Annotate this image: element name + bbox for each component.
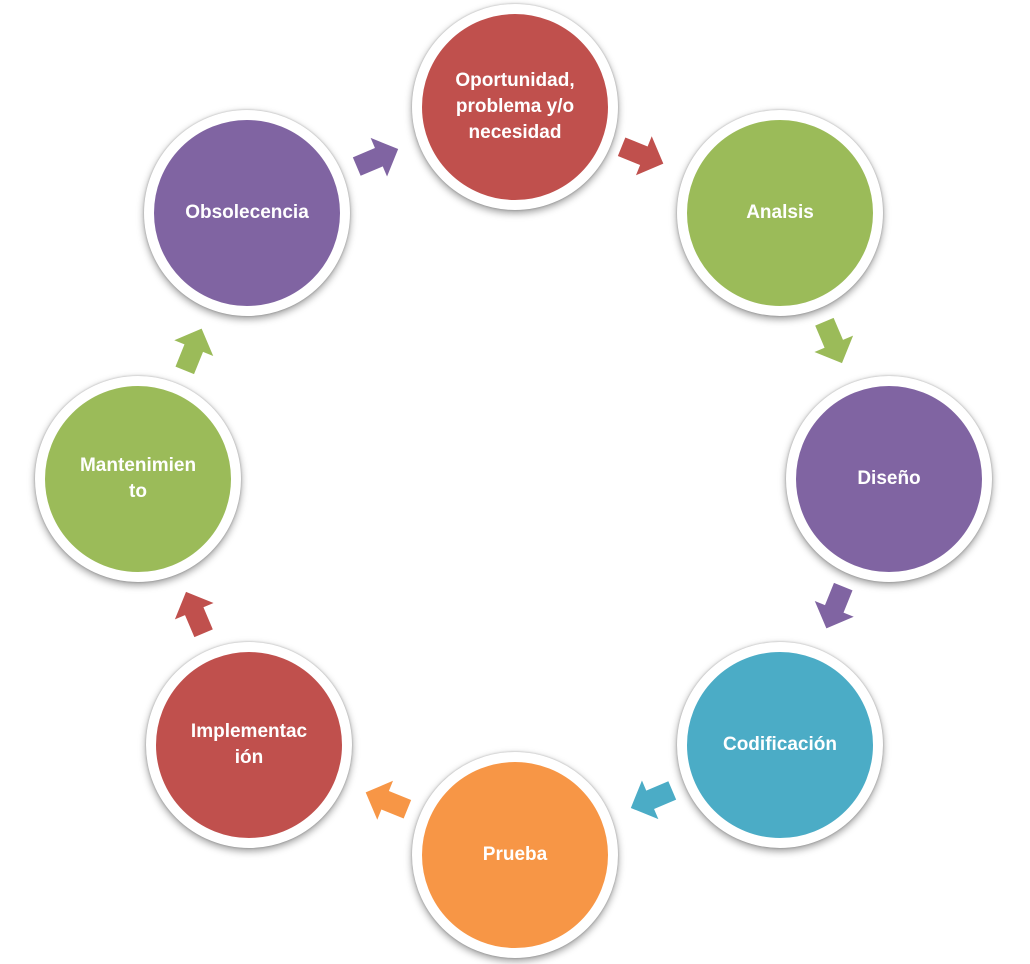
node-label-mantenimiento: Mantenimien to bbox=[79, 455, 197, 502]
node-obsolecencia: Obsolecencia bbox=[144, 110, 350, 316]
node-label-implementacion: Implementac ión bbox=[190, 721, 308, 768]
node-implementacion: Implementac ión bbox=[146, 642, 352, 848]
node-label-prueba: Prueba bbox=[482, 844, 548, 865]
node-label-codificacion: Codificación bbox=[722, 734, 837, 755]
node-prueba: Prueba bbox=[412, 752, 618, 958]
node-diseno: Diseño bbox=[786, 376, 992, 582]
node-analsis: Analsis bbox=[677, 110, 883, 316]
arrow-oportunidad-to-analsis bbox=[617, 131, 666, 179]
node-mantenimiento: Mantenimien to bbox=[35, 376, 241, 582]
arrow-diseno-to-codificacion bbox=[811, 582, 859, 631]
arrow-mantenimiento-to-obsolecencia bbox=[169, 326, 217, 375]
arrow-codificacion-to-prueba bbox=[628, 775, 677, 823]
arrow-prueba-to-implementacion bbox=[363, 777, 412, 825]
arrow-obsolecencia-to-oportunidad bbox=[352, 134, 401, 182]
node-oportunidad: Oportunidad, problema y/o necesidad bbox=[412, 4, 618, 210]
node-label-analsis: Analsis bbox=[746, 202, 814, 223]
node-label-obsolecencia: Obsolecencia bbox=[185, 202, 309, 223]
arrow-analsis-to-diseno bbox=[809, 317, 857, 366]
node-label-oportunidad: Oportunidad, problema y/o necesidad bbox=[455, 70, 575, 143]
node-label-diseno: Diseño bbox=[857, 468, 921, 489]
node-codificacion: Codificación bbox=[677, 642, 883, 848]
arrow-implementacion-to-mantenimiento bbox=[171, 589, 219, 638]
